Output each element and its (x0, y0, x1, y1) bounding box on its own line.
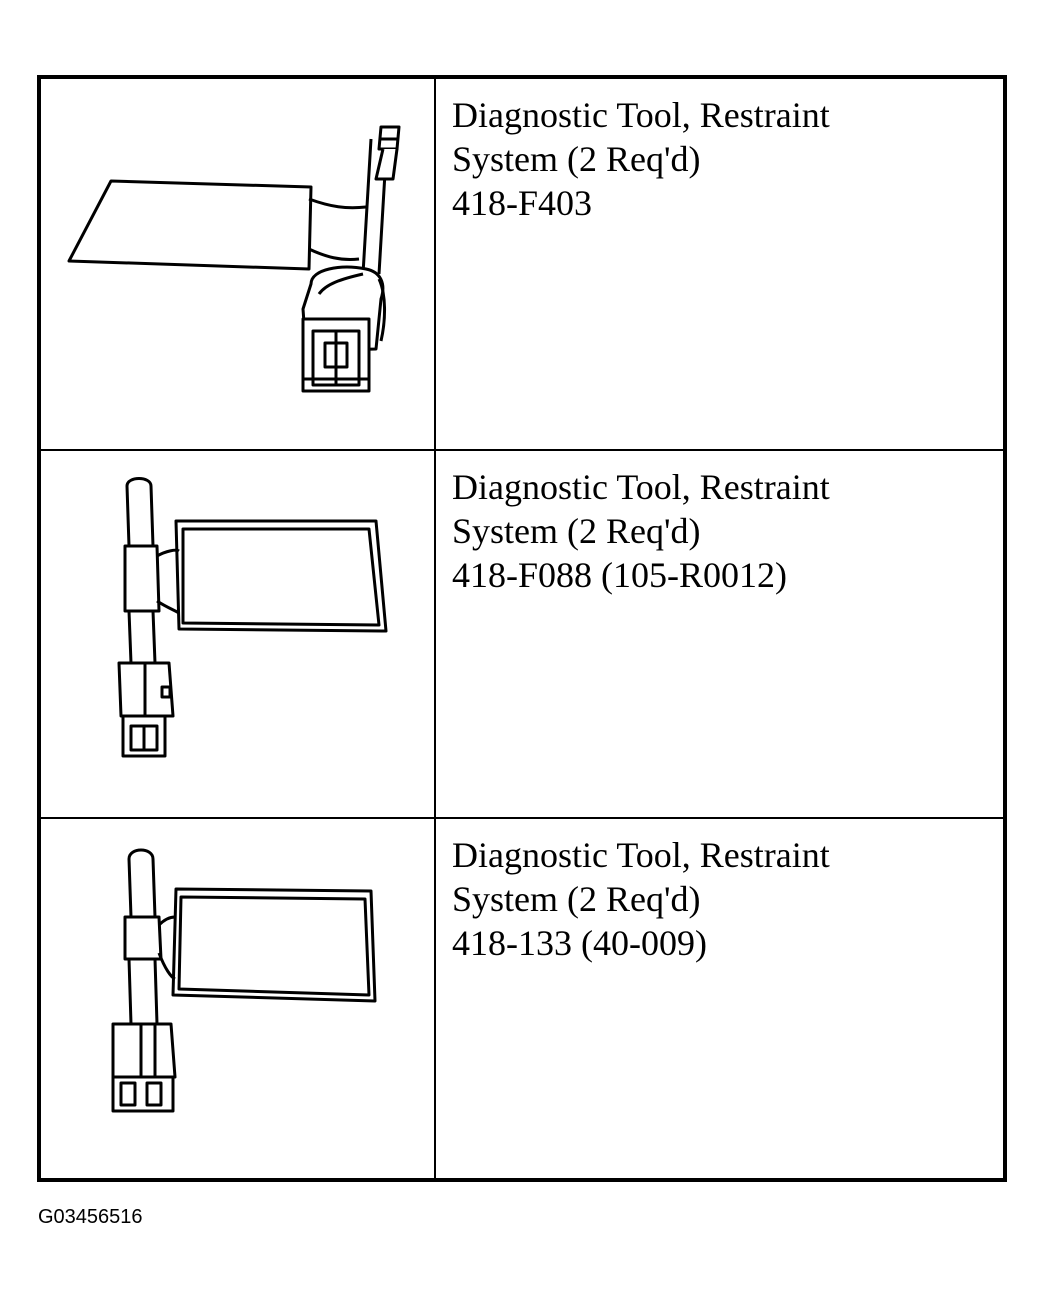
tool-image-cell-2 (41, 451, 436, 817)
tool-part-number: 418-133 (40-009) (452, 923, 707, 963)
restraint-diagnostic-tool-icon (67, 125, 401, 393)
tool-part-number: 418-F088 (105-R0012) (452, 555, 787, 595)
tool-name: Diagnostic Tool, Restraint (452, 95, 830, 135)
tool-part-number: 418-F403 (452, 183, 593, 223)
tool-description-2: Diagnostic Tool, Restraint System (2 Req… (436, 451, 1003, 817)
tool-quantity: System (2 Req'd) (452, 139, 701, 179)
restraint-diagnostic-tool-icon (117, 477, 388, 758)
tool-table: Diagnostic Tool, Restraint System (2 Req… (37, 75, 1007, 1182)
tool-image-cell-3 (41, 819, 436, 1178)
tool-row-2: Diagnostic Tool, Restraint System (2 Req… (41, 451, 1003, 819)
tool-description-3: Diagnostic Tool, Restraint System (2 Req… (436, 819, 1003, 1178)
tool-description-1: Diagnostic Tool, Restraint System (2 Req… (436, 79, 1003, 449)
tool-quantity: System (2 Req'd) (452, 879, 701, 919)
tool-name: Diagnostic Tool, Restraint (452, 835, 830, 875)
restraint-diagnostic-tool-icon (111, 848, 377, 1113)
tool-name: Diagnostic Tool, Restraint (452, 467, 830, 507)
tool-row-3: Diagnostic Tool, Restraint System (2 Req… (41, 819, 1003, 1178)
tool-row-1: Diagnostic Tool, Restraint System (2 Req… (41, 79, 1003, 451)
figure-id: G03456516 (38, 1206, 143, 1228)
tool-quantity: System (2 Req'd) (452, 511, 701, 551)
tool-image-cell-1 (41, 79, 436, 449)
